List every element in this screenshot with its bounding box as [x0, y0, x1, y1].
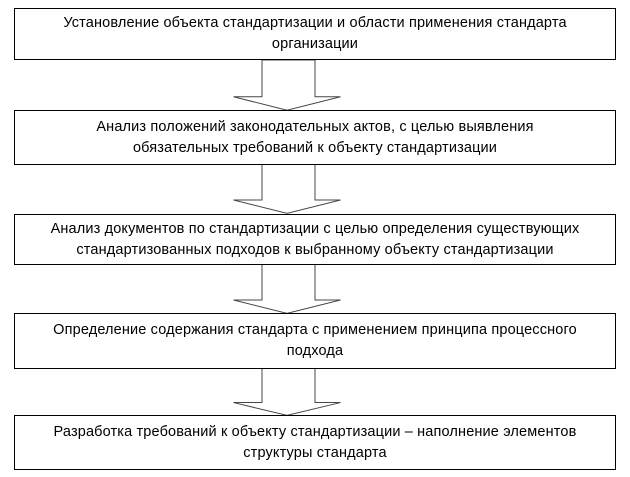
flow-step-2-text-line-1: Анализ положений законодательных актов, … — [96, 118, 534, 135]
down-arrow-4 — [233, 368, 341, 416]
flow-step-3-text-line-2: стандартизованных подходов к выбранному … — [76, 241, 554, 258]
flow-step-5: Разработка требований к объекту стандарт… — [14, 415, 616, 470]
flow-step-5-text-line-1: Разработка требований к объекту стандарт… — [53, 423, 577, 440]
flow-step-3-text-line-1: Анализ документов по стандартизации с це… — [50, 220, 580, 237]
flow-step-1-text-line-1: Установление объекта стандартизации и об… — [63, 15, 567, 31]
flow-step-4: Определение содержания стандарта с приме… — [14, 313, 616, 369]
down-arrow-2 — [233, 164, 341, 214]
down-arrow-3 — [233, 264, 341, 314]
flow-step-3: Анализ документов по стандартизации с це… — [14, 214, 616, 265]
flow-step-4-text-line-1: Определение содержания стандарта с приме… — [53, 322, 577, 338]
flow-step-2: Анализ положений законодательных актов, … — [14, 110, 616, 165]
flow-step-1-text-line-2: организации — [271, 36, 359, 52]
down-arrow-1 — [233, 60, 341, 111]
flow-step-2-text-line-2: обязательных требований к объекту станда… — [132, 139, 498, 156]
flow-step-1: Установление объекта стандартизации и об… — [14, 8, 616, 60]
flow-step-4-text-line-2: подхода — [286, 343, 344, 359]
flow-step-5-text-line-2: структуры стандарта — [243, 444, 387, 461]
